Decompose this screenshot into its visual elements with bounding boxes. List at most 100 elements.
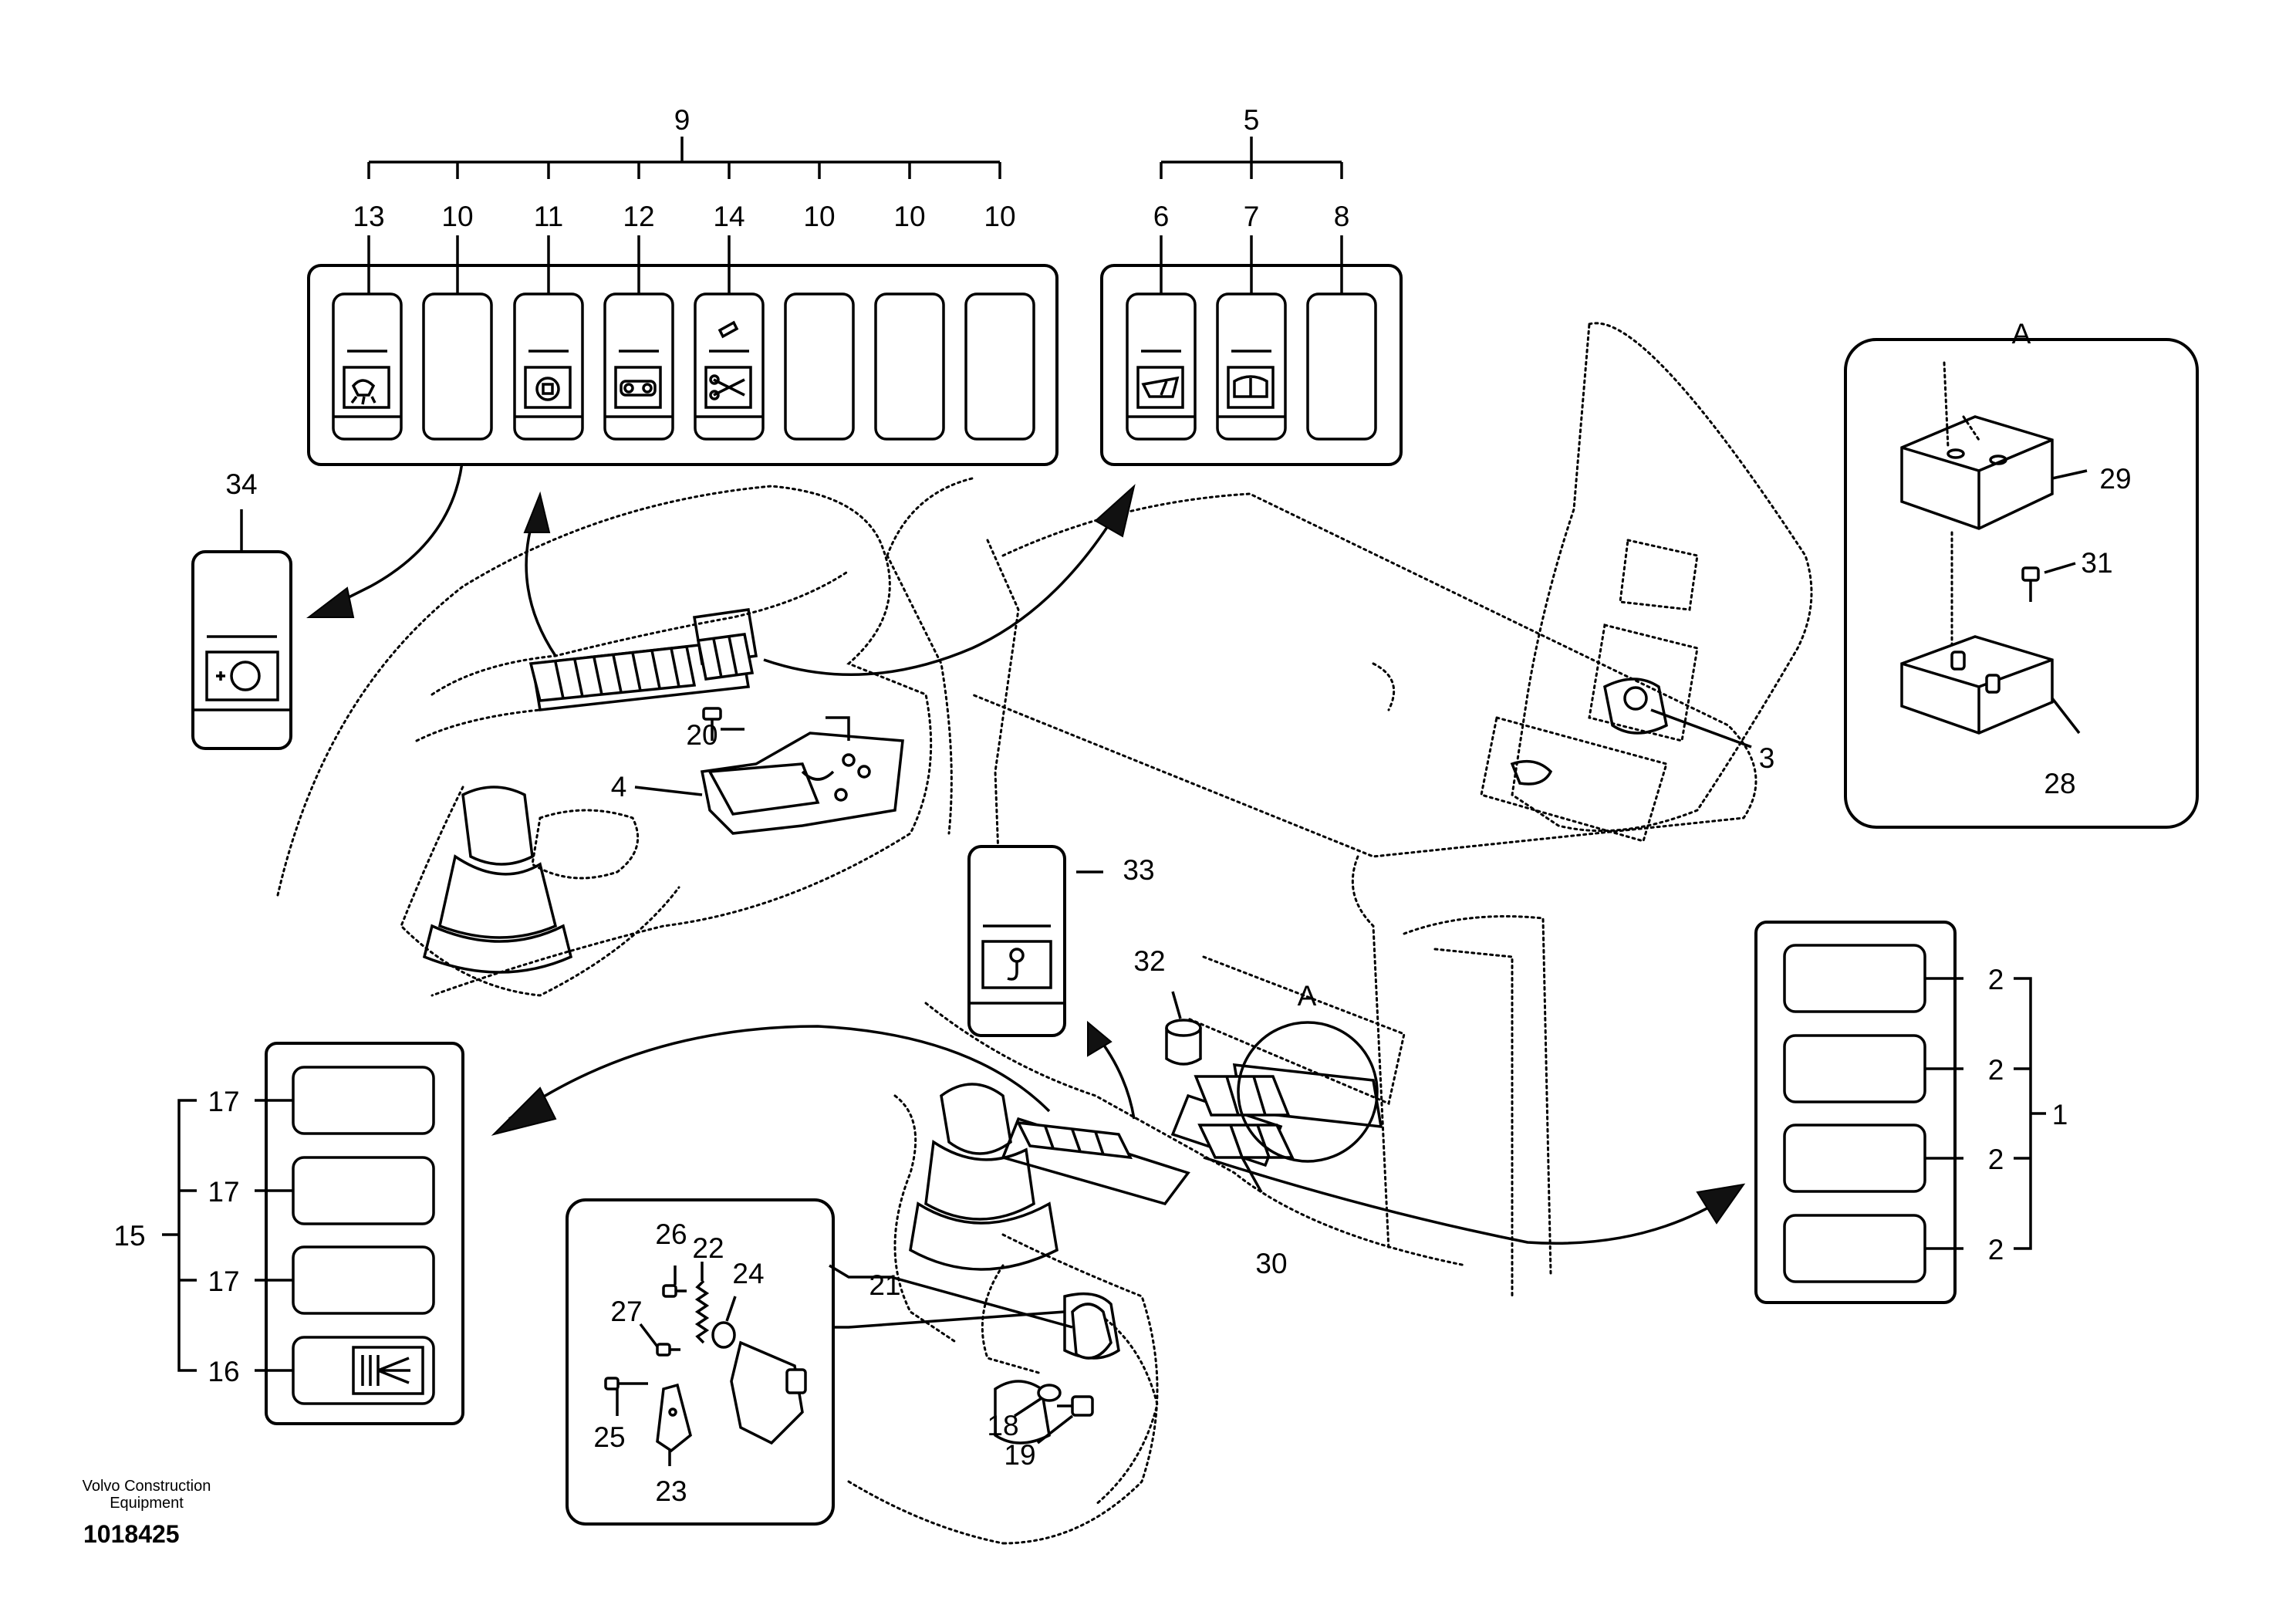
label-8: 8 — [1334, 201, 1350, 232]
bracket-5 — [1160, 137, 1343, 294]
label-10-a: 10 — [441, 201, 473, 232]
label-19: 19 — [1004, 1439, 1035, 1471]
switch-17-b[interactable] — [292, 1156, 435, 1225]
screw-20 — [702, 707, 722, 741]
switch-2-c[interactable] — [1783, 1124, 1926, 1193]
detail-a-panel — [1844, 338, 2199, 829]
label-29: 29 — [2099, 463, 2131, 495]
switch-panel-15 — [162, 1042, 464, 1425]
switch-2-d[interactable] — [1783, 1214, 1926, 1283]
label-detail-a: A — [2012, 318, 2031, 350]
switch-33[interactable] — [967, 845, 1066, 1037]
console-switch-row-5 — [696, 633, 755, 681]
switch-10-c[interactable] — [874, 292, 945, 441]
switch-10-a[interactable] — [422, 292, 493, 441]
screw-27 — [656, 1343, 680, 1357]
cab-outline — [276, 322, 1813, 1545]
conveyor-icon — [614, 366, 662, 409]
washer-icon — [1227, 366, 1275, 409]
console-switch-row-9 — [528, 645, 697, 702]
label-15: 15 — [113, 1220, 145, 1252]
switch-panel-9 — [307, 264, 1059, 466]
label-2-d: 2 — [1988, 1234, 2004, 1265]
switch-17-c[interactable] — [292, 1245, 435, 1315]
label-10-c: 10 — [893, 201, 925, 232]
drawing-number: 1018425 — [83, 1520, 180, 1548]
detail-21-panel — [566, 1198, 835, 1526]
bushing-24 — [711, 1321, 736, 1349]
switch-2-b[interactable] — [1783, 1034, 1926, 1103]
switch-panel-1 — [1754, 921, 2046, 1304]
switch-34[interactable] — [191, 550, 292, 750]
spring-22 — [694, 1279, 710, 1344]
solenoid-21 — [1071, 1303, 1113, 1360]
wiper-icon — [1136, 366, 1184, 409]
label-12: 12 — [623, 201, 654, 232]
label-21: 21 — [869, 1269, 900, 1301]
screw-25 — [604, 1377, 648, 1391]
label-22: 22 — [692, 1232, 724, 1264]
beacon-icon — [205, 650, 279, 701]
label-16: 16 — [208, 1356, 239, 1387]
screw-26 — [662, 1284, 687, 1298]
label-5: 5 — [1244, 104, 1260, 136]
actuator-body — [730, 1340, 807, 1445]
left-joystick — [422, 786, 573, 974]
plate-23 — [656, 1383, 692, 1453]
label-25: 25 — [593, 1421, 625, 1453]
label-27: 27 — [610, 1296, 642, 1327]
label-30: 30 — [1255, 1248, 1287, 1279]
label-33: 33 — [1123, 854, 1154, 886]
console-switch-row-15 — [1015, 1120, 1133, 1160]
work-light-icon — [343, 366, 390, 409]
switch-2-a[interactable] — [1783, 944, 1926, 1013]
part-labels: 9 13 10 11 12 14 10 10 10 5 6 7 8 34 A 2… — [113, 104, 2131, 1507]
label-6: 6 — [1153, 201, 1170, 232]
hook-icon — [981, 940, 1052, 989]
label-14: 14 — [713, 201, 745, 232]
label-23: 23 — [655, 1475, 687, 1507]
switch-panel-5 — [1100, 264, 1403, 466]
label-13: 13 — [353, 201, 384, 232]
label-18: 18 — [987, 1410, 1018, 1441]
switch-17-a[interactable] — [292, 1066, 435, 1135]
label-20: 20 — [686, 719, 718, 751]
company-line-2: Equipment — [110, 1495, 184, 1512]
company-credit: Volvo Construction Equipment — [46, 1478, 247, 1512]
label-26: 26 — [655, 1218, 687, 1250]
label-11: 11 — [534, 201, 563, 232]
label-10-d: 10 — [984, 201, 1015, 232]
label-24: 24 — [732, 1258, 764, 1289]
label-1: 1 — [2052, 1099, 2068, 1130]
engine-icon — [524, 366, 572, 409]
detail-a-circle — [1237, 1021, 1379, 1163]
label-7: 7 — [1244, 201, 1260, 232]
switch-10-d[interactable] — [964, 292, 1035, 441]
scissors-icon — [704, 320, 752, 409]
label-detail-a-small: A — [1298, 980, 1317, 1012]
right-joystick — [909, 1063, 1383, 1271]
pen-icon — [718, 320, 739, 339]
leader-lines — [240, 509, 1752, 1466]
label-4: 4 — [611, 771, 627, 803]
bracket-4 — [707, 762, 820, 816]
company-line-1: Volvo Construction — [82, 1478, 211, 1495]
label-9: 9 — [674, 104, 690, 136]
switch-10-b[interactable] — [784, 292, 855, 441]
label-17-c: 17 — [208, 1265, 239, 1297]
screw-31 — [2021, 566, 2040, 602]
label-28: 28 — [2044, 768, 2075, 799]
label-17-b: 17 — [208, 1176, 239, 1208]
bolt-19 — [1057, 1395, 1094, 1417]
label-34: 34 — [225, 468, 257, 500]
label-2-c: 2 — [1988, 1144, 2004, 1175]
switch-8[interactable] — [1306, 292, 1377, 441]
bracket-9 — [367, 137, 1001, 294]
label-3: 3 — [1759, 742, 1775, 774]
label-2-a: 2 — [1988, 964, 2004, 995]
label-17-a: 17 — [208, 1086, 239, 1117]
button-32 — [1165, 1019, 1202, 1066]
label-32: 32 — [1133, 945, 1165, 977]
washer-18 — [1037, 1384, 1062, 1402]
